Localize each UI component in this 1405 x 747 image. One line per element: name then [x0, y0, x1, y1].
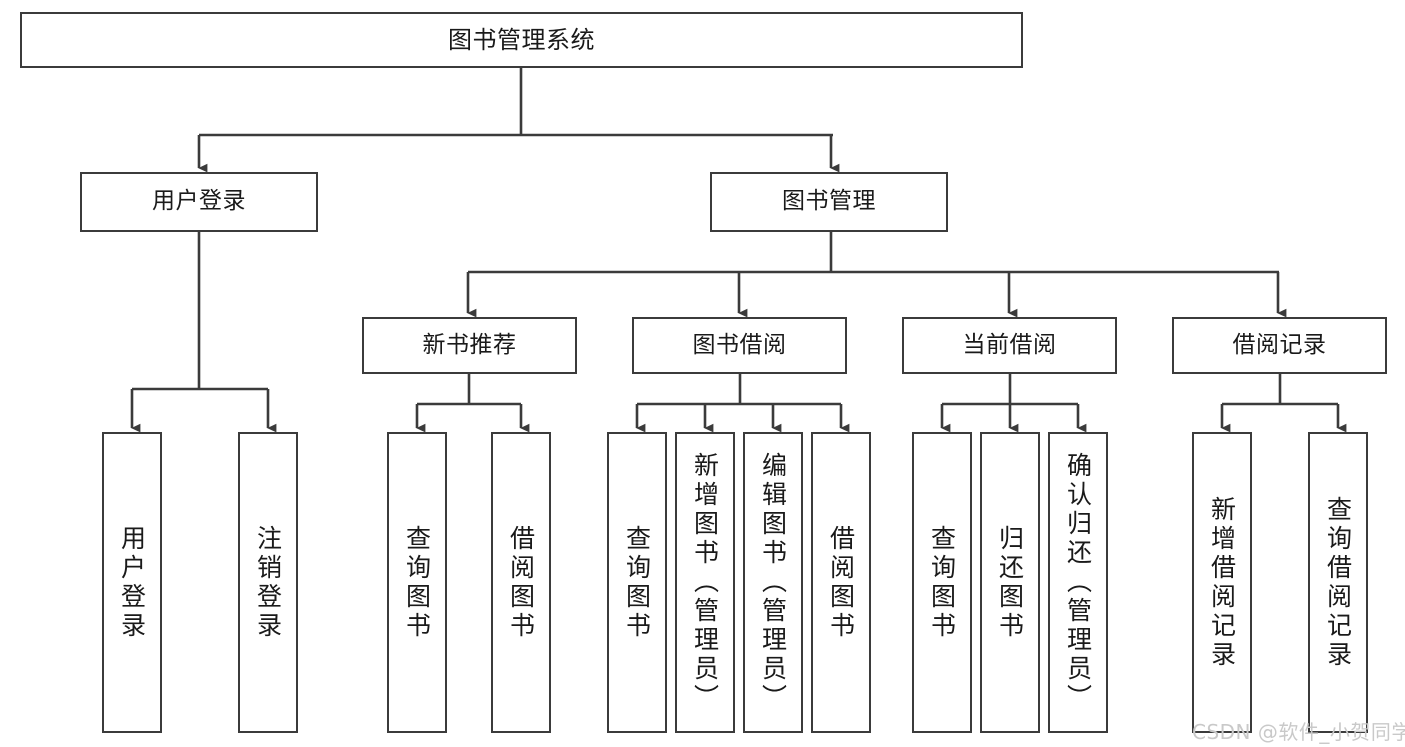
node-label: 归还图书	[995, 524, 1025, 641]
node-label: 借阅图书	[506, 524, 536, 641]
node-user-login[interactable]: 用户登录	[80, 172, 318, 232]
node-current-borrow[interactable]: 当前借阅	[902, 317, 1117, 374]
node-borrow-record[interactable]: 借阅记录	[1172, 317, 1387, 374]
node-label: 查询图书	[622, 524, 652, 641]
node-book-borrow[interactable]: 图书借阅	[632, 317, 847, 374]
node-label: 新增图书（管理员）	[690, 452, 720, 713]
leaf-book-borrow-edit-book-admin[interactable]: 编辑图书（管理员）	[743, 432, 803, 733]
leaf-new-book-query-book[interactable]: 查询图书	[387, 432, 447, 733]
csdn-watermark: CSDN @软件_小贺同学	[1192, 720, 1405, 744]
node-label: 借阅图书	[826, 524, 856, 641]
leaf-user-login-logout[interactable]: 注销登录	[238, 432, 298, 733]
leaf-current-borrow-confirm-return-admin[interactable]: 确认归还（管理员）	[1048, 432, 1108, 733]
node-label: 用户登录	[117, 524, 147, 641]
node-label: 新增借阅记录	[1207, 495, 1237, 670]
node-label: 当前借阅	[962, 331, 1057, 358]
node-label: 借阅记录	[1232, 331, 1327, 358]
node-label: 查询图书	[402, 524, 432, 641]
node-label: 图书管理系统	[448, 25, 595, 54]
node-new-book-recommend[interactable]: 新书推荐	[362, 317, 577, 374]
node-label: 查询图书	[927, 524, 957, 641]
node-book-management[interactable]: 图书管理	[710, 172, 948, 232]
leaf-book-borrow-add-book-admin[interactable]: 新增图书（管理员）	[675, 432, 735, 733]
leaf-book-borrow-borrow-book[interactable]: 借阅图书	[811, 432, 871, 733]
node-label: 图书借阅	[692, 331, 787, 358]
leaf-borrow-record-query-record[interactable]: 查询借阅记录	[1308, 432, 1368, 733]
leaf-user-login-login[interactable]: 用户登录	[102, 432, 162, 733]
node-root-book-management-system[interactable]: 图书管理系统	[20, 12, 1023, 68]
leaf-current-borrow-query-book[interactable]: 查询图书	[912, 432, 972, 733]
node-label: 编辑图书（管理员）	[758, 452, 788, 713]
leaf-new-book-borrow-book[interactable]: 借阅图书	[491, 432, 551, 733]
leaf-borrow-record-add-record[interactable]: 新增借阅记录	[1192, 432, 1252, 733]
leaf-current-borrow-return-book[interactable]: 归还图书	[980, 432, 1040, 733]
leaf-book-borrow-query-book[interactable]: 查询图书	[607, 432, 667, 733]
node-label: 注销登录	[253, 524, 283, 641]
node-label: 查询借阅记录	[1323, 495, 1353, 670]
node-label: 图书管理	[782, 188, 876, 215]
node-label: 确认归还（管理员）	[1063, 452, 1093, 713]
node-label: 新书推荐	[422, 331, 517, 358]
node-label: 用户登录	[152, 188, 246, 215]
